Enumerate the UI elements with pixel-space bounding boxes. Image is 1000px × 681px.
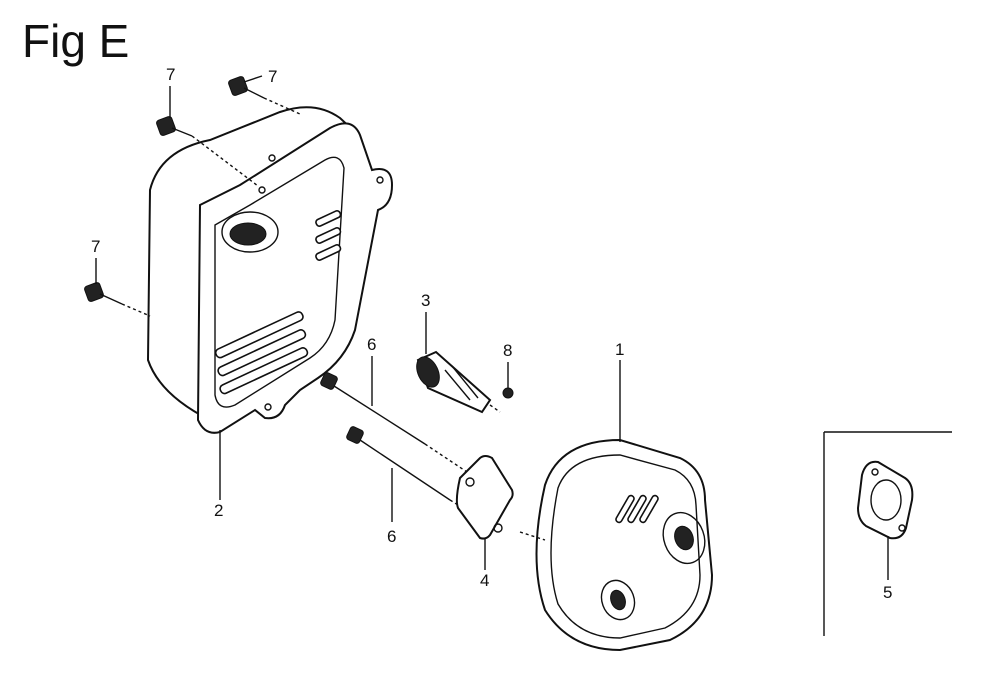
callout-muffler-protector: 2 (214, 501, 223, 520)
muffler-part (519, 438, 714, 652)
callout-stud-upper: 6 (367, 335, 376, 354)
callout-spark-arrester: 3 (421, 291, 430, 310)
inset-frame (823, 431, 952, 636)
callout-stud-lower: 6 (387, 527, 396, 546)
bolt-part-side (84, 282, 151, 317)
gasket-part (455, 455, 514, 540)
screw-part (502, 387, 514, 399)
callout-screw: 8 (503, 341, 512, 360)
gasket-inset-part (856, 460, 914, 540)
callout-bolt-side: 7 (91, 237, 100, 256)
callout-bolt-top-right: 7 (268, 67, 277, 86)
bolt-part-top-right (228, 76, 301, 115)
callout-gasket-inset: 5 (883, 583, 892, 602)
callout-muffler: 1 (615, 340, 624, 359)
muffler-protector-part (146, 106, 394, 434)
leader-lines (95, 75, 889, 580)
spark-arrester-part (416, 350, 501, 414)
stud-part-upper (320, 372, 471, 475)
callout-bolt-top-left: 7 (166, 65, 175, 84)
bolt-part-top-left (156, 116, 259, 187)
figure-title: Fig E (22, 15, 130, 67)
callout-gasket: 4 (480, 571, 489, 590)
